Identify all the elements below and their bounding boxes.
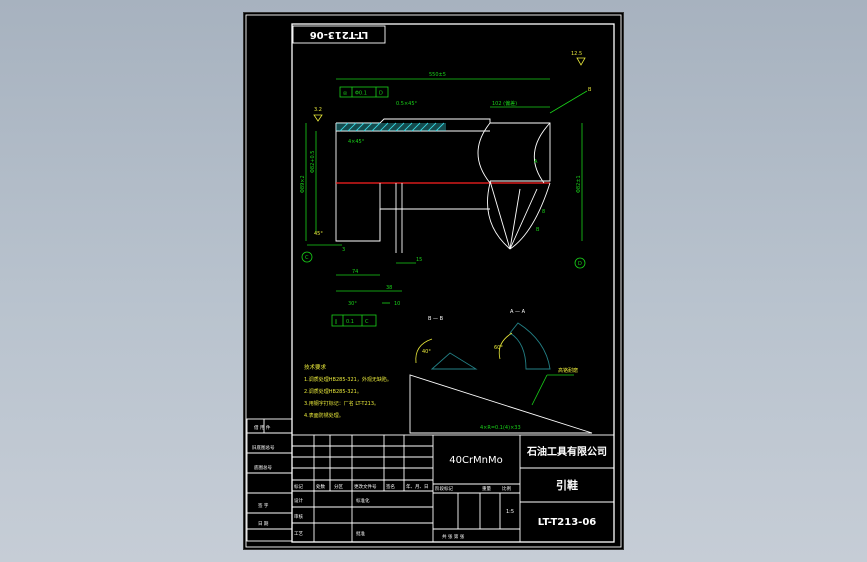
left-column-table: [246, 418, 293, 542]
tol2-ref: C: [365, 319, 369, 325]
datum-c-circle: [301, 251, 313, 263]
tol-frame-2: [331, 314, 377, 327]
tol1-sym: ◎: [343, 91, 348, 97]
approve-label: 批准: [356, 530, 365, 537]
stage-label: 阶段标记: [435, 485, 453, 492]
note-line-4: 4.表面防锈处理。: [304, 412, 344, 419]
left-col-4: 签 字: [258, 502, 269, 509]
weight-label: 重量: [482, 485, 491, 492]
left-col-2: 旧底图总号: [252, 444, 275, 451]
zone-label: 分区: [334, 483, 343, 490]
left-col-1: 借 用 件: [254, 424, 271, 431]
left-col-5: 日 期: [258, 521, 269, 527]
drawing-no: LT-T213-06: [538, 517, 597, 528]
part-name: 引鞋: [556, 478, 578, 492]
note-line-2: 2.调质处理HB285-321。: [304, 388, 362, 395]
wedge-label: 4×R=0.1(4)×33: [480, 425, 521, 431]
section-b-shape: [430, 352, 478, 370]
left-col-3: 底图总号: [254, 464, 272, 471]
section-a-label: A — A: [510, 309, 526, 315]
tol1-ref: D: [379, 91, 383, 97]
wedge-outline: [409, 374, 593, 434]
dim-8: 8: [542, 209, 545, 215]
section-a-shape: [509, 322, 551, 370]
dim-chamfer2: 4×45°: [348, 139, 365, 145]
design-label: 设计: [294, 497, 303, 504]
roughness-left-icon: [313, 114, 323, 122]
datum-d-circle: [574, 257, 586, 269]
dim-10: 10: [394, 301, 400, 307]
dim-dia-left2: Φ82+0.5: [310, 151, 316, 173]
qty-label: 处数: [316, 483, 325, 490]
tol-frame-1: [339, 86, 389, 98]
roughness-top: 12.5: [571, 51, 582, 57]
part-outline-top: [336, 118, 551, 182]
thread-hatch: [336, 123, 446, 131]
process-label: 工艺: [294, 531, 303, 537]
code-box: [292, 25, 386, 44]
dim-dia-left: Φ89×2: [300, 175, 306, 193]
angle-1: 40°: [422, 349, 431, 355]
date-label: 年、月、日: [406, 483, 429, 490]
datum-d-right: D: [578, 261, 582, 267]
dim-74: 74: [352, 269, 358, 275]
datum-b: B: [588, 87, 592, 93]
datum-c-left: C: [305, 255, 309, 261]
dim-dia-right: Φ82±1: [576, 175, 582, 193]
tol2-val: 0.1: [346, 319, 354, 325]
note-line-1: 1.调质处理HB285-321，外观无缺陷。: [304, 376, 392, 383]
cutter-label: 高铬耐磨: [558, 367, 578, 374]
material: 40CrMnMo: [449, 455, 503, 466]
note-line-3: 3.用钢字打标记：厂名 LT-T213。: [304, 400, 379, 407]
scale: 1:5: [506, 509, 514, 515]
roughness-symbol-icon: [576, 57, 586, 66]
code-box-text: LT-T213-06: [310, 29, 369, 40]
dim-3: 3: [342, 247, 345, 253]
dim-30: 30°: [348, 301, 357, 307]
change-doc-label: 更改文件号: [354, 483, 377, 490]
standard-label: 标准化: [356, 497, 370, 504]
dim-102: 102 (偏差): [492, 100, 517, 107]
dim-chamfer: 0.5×45°: [396, 101, 418, 107]
angle-2: 60°: [494, 345, 503, 351]
company-name: 石油工具有限公司: [526, 445, 607, 458]
audit-label: 审核: [294, 513, 303, 520]
sign-label: 签名: [386, 483, 395, 490]
title-block-grid: [291, 434, 615, 543]
ratio-label: 比例: [502, 485, 511, 492]
dim-total-length: 550±5: [429, 72, 446, 78]
datum-b-main: B: [536, 227, 540, 233]
sheets-label: 共 张 第 张: [442, 533, 465, 540]
dim-38: 38: [386, 285, 392, 291]
tol2-sym: ∥: [335, 319, 338, 325]
nose-curve: [487, 182, 511, 250]
notes-title: 技术要求: [304, 363, 327, 371]
angle-mark: 45°: [314, 231, 323, 237]
roughness-left: 3.2: [314, 107, 322, 113]
dim-15: 15: [416, 257, 422, 263]
tol1-val: Φ0.1: [355, 91, 367, 97]
drawing-sheet: LT-T213-06 12.5 550±5 ◎ Φ0.1 D 0.5×45° 1…: [244, 13, 623, 549]
datum-a-main: A: [534, 159, 538, 165]
section-b-label: B — B: [428, 316, 444, 322]
cad-drawing: LT-T213-06 12.5 550±5 ◎ Φ0.1 D 0.5×45° 1…: [245, 14, 622, 548]
outer-frame: [245, 14, 622, 548]
mark-label: 标记: [294, 483, 303, 490]
